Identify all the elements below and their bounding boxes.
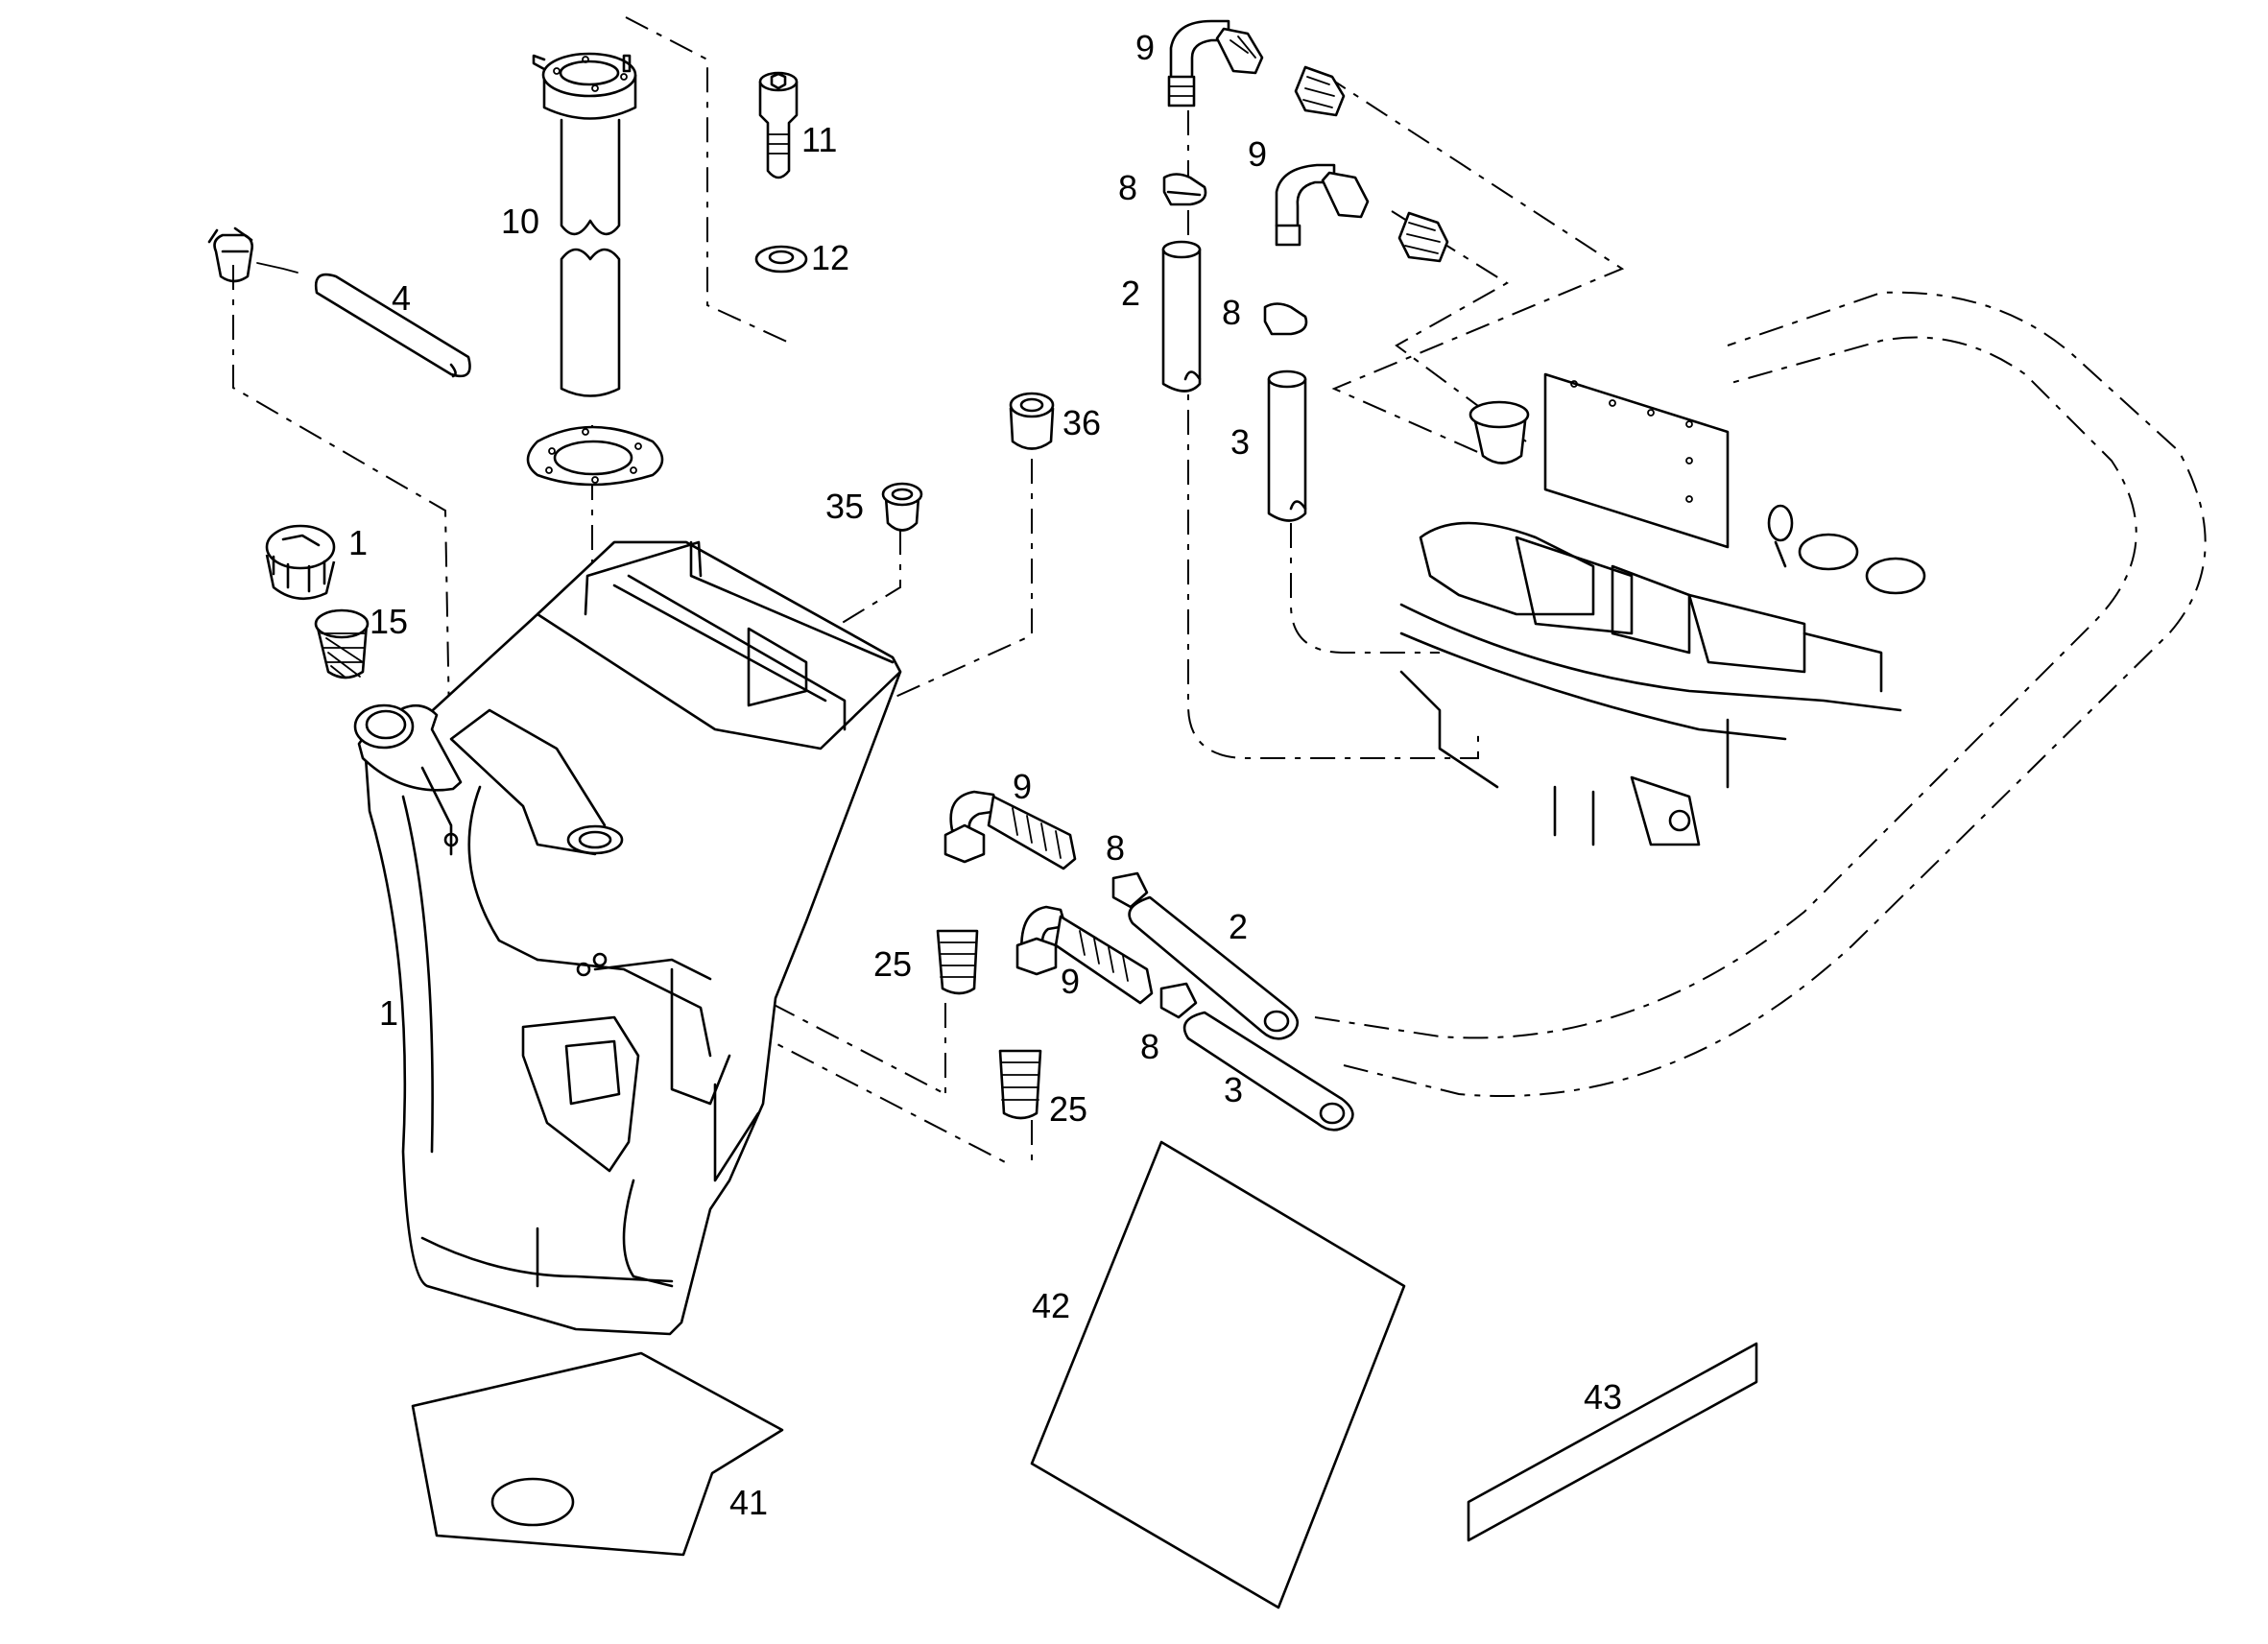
sheet-43 xyxy=(1467,1342,1758,1542)
callout-9-upper-a: 9 xyxy=(1135,28,1155,67)
callout-1-tank: 1 xyxy=(379,993,398,1033)
callout-8-lower-b: 8 xyxy=(1140,1027,1159,1066)
strainer xyxy=(314,608,370,679)
callout-8-upper-a: 8 xyxy=(1118,168,1137,207)
sheet-42 xyxy=(1030,1140,1406,1609)
upper-hoses xyxy=(1161,19,1449,522)
lower-fittings xyxy=(936,790,1354,1132)
bolt-and-washer xyxy=(754,71,808,274)
callout-35: 35 xyxy=(825,487,864,526)
callout-3-upper: 3 xyxy=(1230,422,1250,462)
callout-4: 4 xyxy=(392,278,411,318)
callout-42: 42 xyxy=(1032,1286,1070,1325)
callout-9-lower-b: 9 xyxy=(1061,962,1080,1001)
callout-1-cap: 1 xyxy=(348,523,368,562)
callout-3-lower: 3 xyxy=(1224,1070,1243,1109)
callout-15: 15 xyxy=(370,602,408,641)
callout-36: 36 xyxy=(1062,403,1101,442)
callout-25-lower: 25 xyxy=(1049,1089,1087,1129)
callout-8-lower-a: 8 xyxy=(1106,828,1125,868)
callout-labels: 1 1 2 2 3 3 4 8 8 8 8 9 9 9 9 10 11 12 1… xyxy=(348,28,1622,1522)
callout-9-lower-a: 9 xyxy=(1013,767,1032,806)
callout-12: 12 xyxy=(811,238,849,277)
callout-11: 11 xyxy=(801,120,837,159)
callout-43: 43 xyxy=(1584,1377,1622,1417)
sheet-41 xyxy=(411,1351,784,1557)
rod-with-clip xyxy=(207,226,471,378)
callout-8-upper-b: 8 xyxy=(1222,293,1241,332)
filler-cap xyxy=(265,524,336,601)
engine xyxy=(1399,372,1926,846)
level-sender xyxy=(526,52,664,487)
callout-41: 41 xyxy=(729,1483,768,1522)
grommets xyxy=(881,392,1055,532)
callout-10: 10 xyxy=(501,202,539,241)
fuel-tank xyxy=(363,540,902,1336)
callout-9-upper-b: 9 xyxy=(1248,134,1267,174)
callout-2-lower: 2 xyxy=(1229,907,1248,946)
filler-neck xyxy=(353,703,463,856)
callout-2-upper: 2 xyxy=(1121,274,1140,313)
callout-25-upper: 25 xyxy=(873,944,912,984)
